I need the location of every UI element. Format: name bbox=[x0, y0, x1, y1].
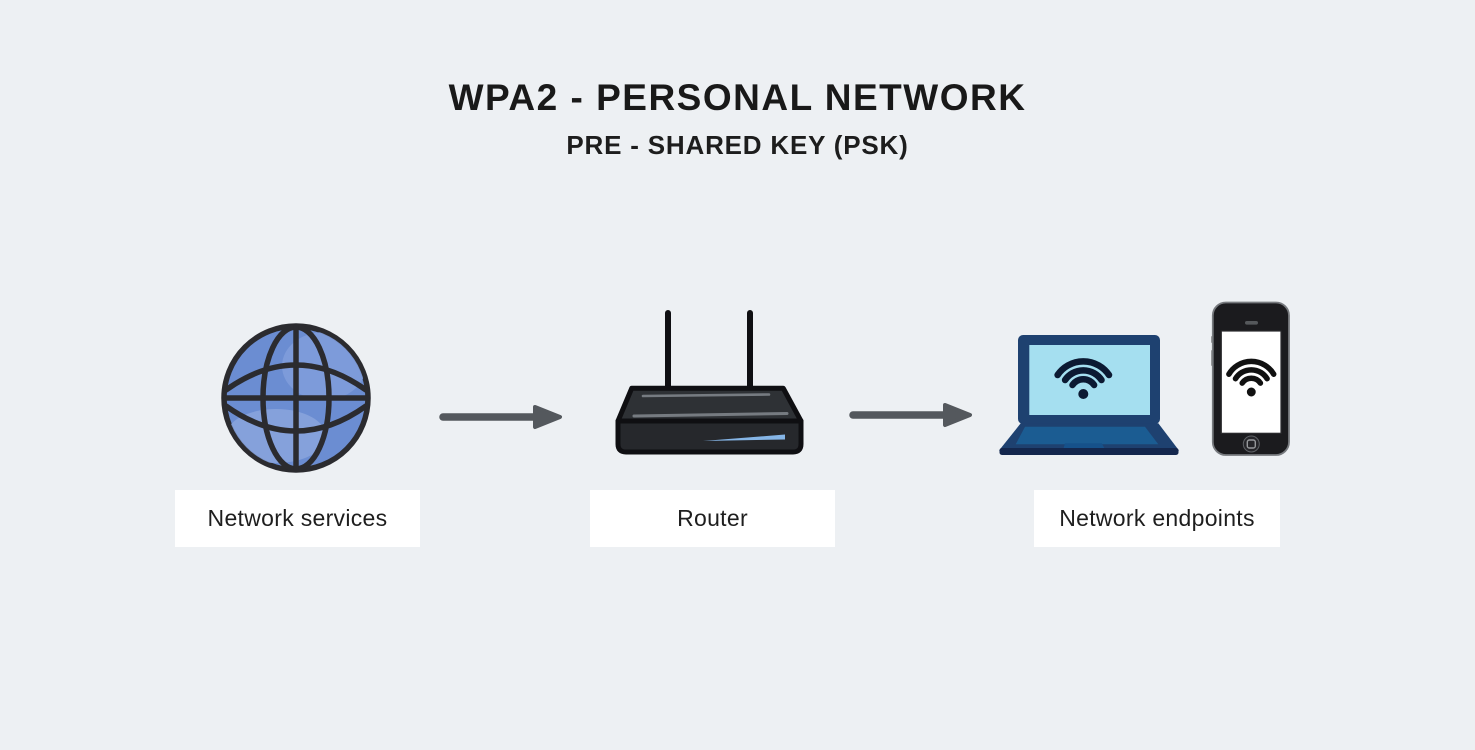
wifi-icon bbox=[1226, 358, 1277, 397]
phone-screen bbox=[1220, 330, 1282, 434]
router-icon bbox=[615, 310, 804, 455]
arrow-right-icon bbox=[439, 405, 562, 429]
wifi-icon bbox=[1054, 358, 1113, 399]
page-subtitle: PRE - SHARED KEY (PSK) bbox=[566, 130, 909, 161]
label-network-endpoints: Network endpoints bbox=[1034, 490, 1280, 547]
smartphone-icon bbox=[1211, 301, 1290, 456]
laptop-touchpad bbox=[1063, 443, 1105, 450]
router-front-highlight bbox=[703, 434, 785, 441]
diagram-header: WPA2 - PERSONAL NETWORK PRE - SHARED KEY… bbox=[0, 76, 1475, 161]
globe-gridlines bbox=[222, 324, 370, 472]
arrow-right-icon bbox=[849, 403, 972, 427]
page-title: WPA2 - PERSONAL NETWORK bbox=[448, 77, 1027, 118]
phone-speaker bbox=[1245, 321, 1258, 325]
router-top-highlights bbox=[632, 393, 789, 418]
globe-icon bbox=[221, 323, 371, 473]
laptop-icon bbox=[999, 335, 1179, 455]
label-network-services: Network services bbox=[175, 490, 420, 547]
phone-home-button bbox=[1242, 435, 1260, 453]
router-antennas bbox=[665, 310, 753, 394]
phone-home-button-square bbox=[1246, 439, 1256, 449]
label-router: Router bbox=[590, 490, 835, 547]
laptop-keyboard bbox=[1015, 426, 1159, 445]
